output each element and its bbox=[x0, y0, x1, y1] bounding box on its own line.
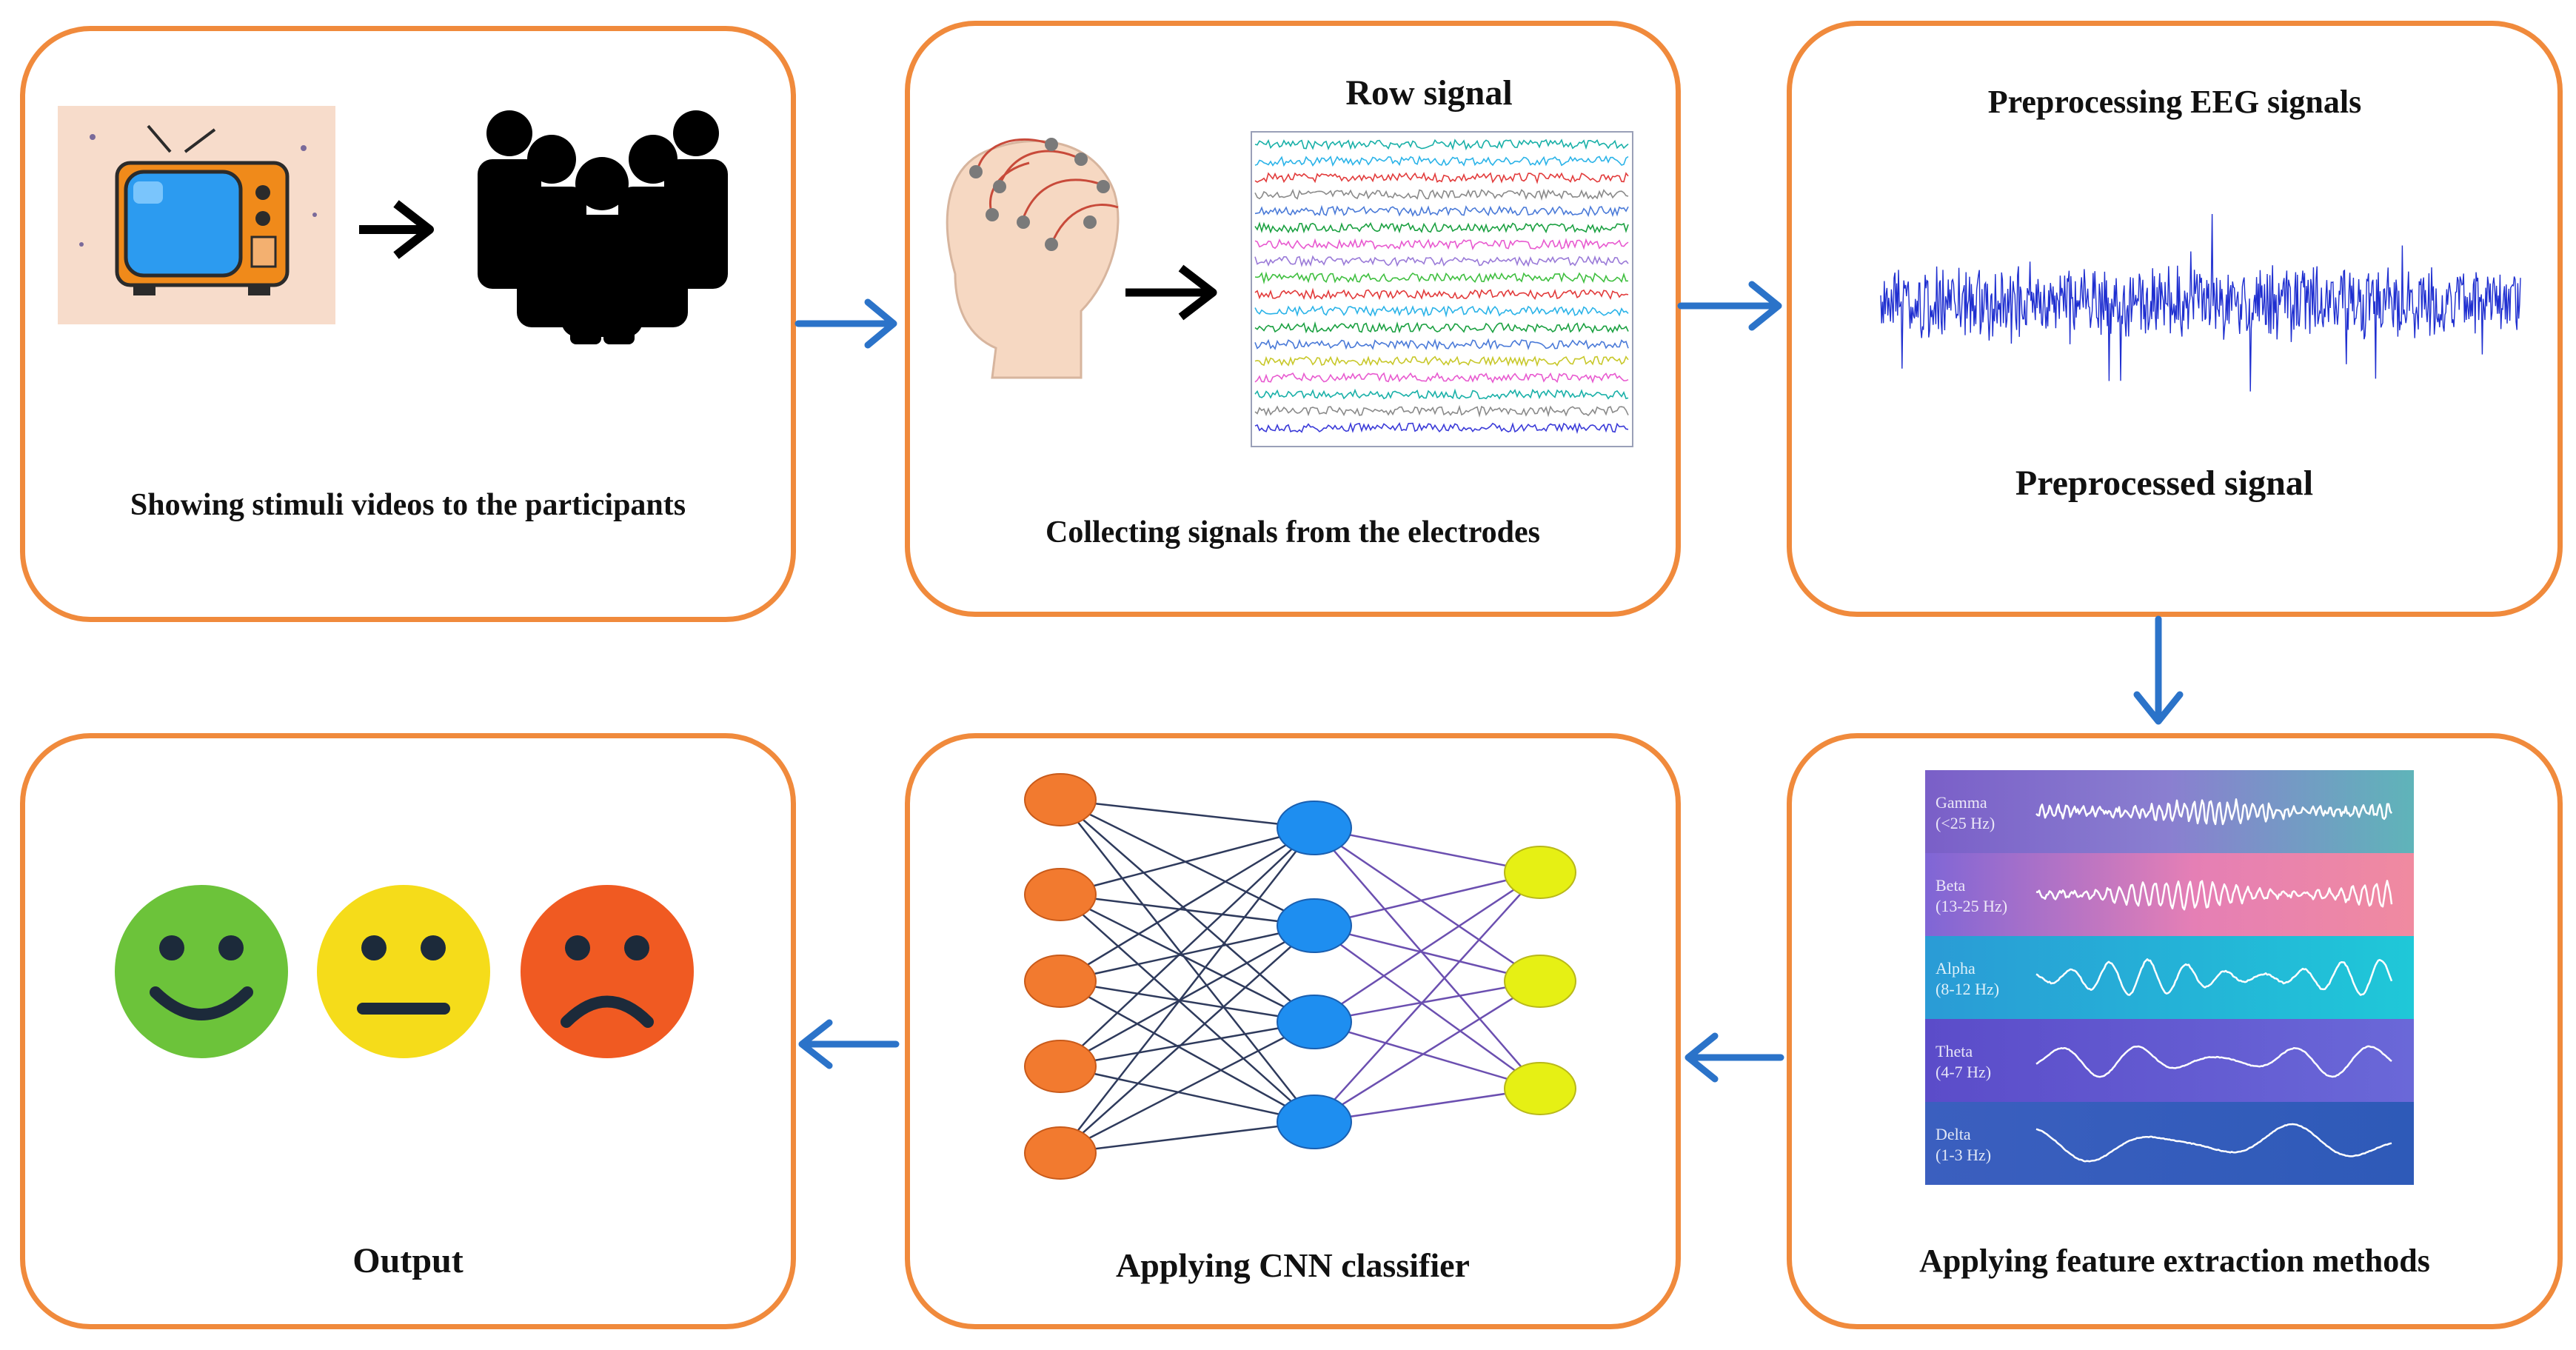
panel-stimuli bbox=[20, 26, 796, 622]
caption-feature-extraction: Applying feature extraction methods bbox=[1919, 1243, 2430, 1279]
arrow-preprocess-to-features-icon bbox=[2133, 615, 2184, 725]
caption-cnn: Applying CNN classifier bbox=[1116, 1246, 1470, 1284]
band-wave-5 bbox=[2035, 1123, 2392, 1163]
raw-signal-title: Row signal bbox=[1345, 73, 1513, 113]
panel-cnn bbox=[905, 733, 1681, 1329]
caption-stimuli: Showing stimuli videos to the participan… bbox=[130, 488, 686, 522]
frequency-bands-card: Gamma(<25 Hz) Beta(13-25 Hz) Alpha(8-12 … bbox=[1925, 770, 2414, 1185]
band-wave-3 bbox=[2035, 958, 2393, 996]
preprocess-title: Preprocessing EEG signals bbox=[1987, 84, 2362, 120]
band-wave-2 bbox=[2035, 880, 2393, 911]
band-alpha: Alpha(8-12 Hz) bbox=[1925, 936, 2414, 1019]
caption-collect-signals: Collecting signals from the electrodes bbox=[1045, 515, 1540, 549]
band-waves bbox=[2035, 798, 2393, 1163]
band-theta: Theta(4-7 Hz) bbox=[1925, 1019, 2414, 1102]
arrow-features-to-cnn-icon bbox=[1685, 1032, 1784, 1083]
band-delta: Delta(1-3 Hz) bbox=[1925, 1102, 2414, 1185]
band-wave-1 bbox=[2035, 798, 2393, 826]
band-wave-4 bbox=[2035, 1045, 2392, 1078]
arrow-stimuli-to-collect-icon bbox=[794, 298, 897, 349]
caption-output: Output bbox=[352, 1241, 464, 1280]
caption-preprocessed-signal: Preprocessed signal bbox=[2015, 464, 2314, 503]
arrow-collect-to-preprocess-icon bbox=[1677, 281, 1782, 331]
arrow-cnn-to-output-icon bbox=[798, 1019, 900, 1069]
